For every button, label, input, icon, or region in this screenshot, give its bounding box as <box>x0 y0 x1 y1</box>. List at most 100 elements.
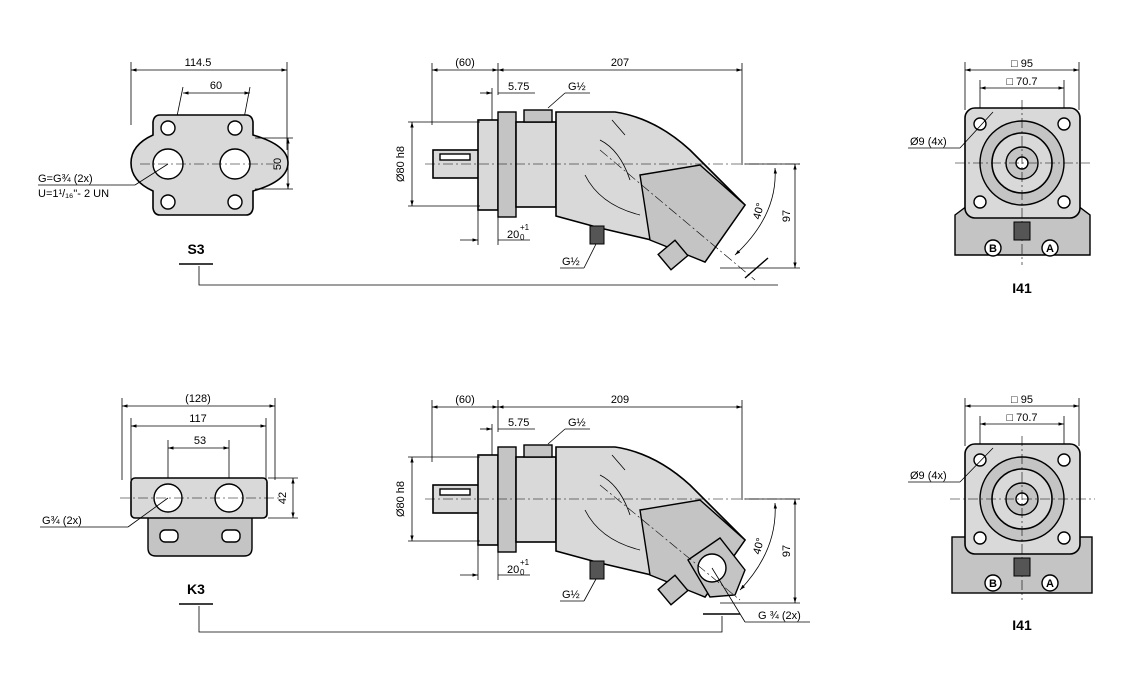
casting-lines <box>584 454 641 551</box>
hole-note: Ø9 (4x) <box>910 470 947 482</box>
drain-plug <box>1013 557 1031 577</box>
mount-flange <box>497 446 517 553</box>
i41-label: I41 <box>1012 617 1032 633</box>
k3-flange-view: (128) 117 53 42 G¾ (2x) K3 <box>40 393 723 633</box>
dim-length: 207 <box>611 57 629 69</box>
dim-length: 209 <box>611 394 629 406</box>
port-a: A <box>1046 243 1054 255</box>
bolt-hole <box>227 194 243 210</box>
section-connector <box>198 606 723 633</box>
dim-hole-spacing: 53 <box>194 435 206 447</box>
s3-label: S3 <box>187 241 204 257</box>
k3-label: K3 <box>187 581 205 597</box>
section-cut-mark <box>744 257 769 279</box>
housing <box>515 456 557 543</box>
angle-label: 40° <box>751 202 767 221</box>
hole-note: Ø9 (4x) <box>910 136 947 148</box>
port-a-circle <box>1041 574 1059 592</box>
dim-small: 5.75 <box>508 417 529 429</box>
dim-inner: □ 70.7 <box>1006 412 1037 424</box>
angle-arc <box>739 502 778 591</box>
leader-line <box>711 567 746 623</box>
i41-label: I41 <box>1012 280 1032 296</box>
dim-height: 97 <box>781 545 793 557</box>
dim-overall: 114.5 <box>185 57 212 69</box>
dim-tol-lower: 0 <box>520 233 525 242</box>
dim-height: 42 <box>277 492 289 504</box>
bottom-end-view: □ 95 □ 70.7 B A Ø9 (4x) I41 <box>908 394 1095 633</box>
leader-line <box>547 428 566 445</box>
s3-flange-view: 114.5 60 50 G=G¾ (2x) U=1¹/₁₆"- 2 UN S3 <box>38 57 778 286</box>
dim-tol-lower: 0 <box>520 568 525 577</box>
dim-height: 97 <box>781 210 793 222</box>
pilot <box>477 454 499 546</box>
dim-overall: (128) <box>185 393 211 405</box>
leader-line <box>959 111 994 149</box>
dim-hole-spacing: 60 <box>210 80 222 92</box>
port-top: G½ <box>568 81 586 93</box>
bolt-hole <box>1057 453 1071 467</box>
port-boss <box>523 444 553 458</box>
leader-line <box>134 163 169 186</box>
bottom-side-view: (60) 209 5.75 G½ Ø80 h8 20 +1 0 <box>395 394 810 623</box>
housing <box>515 121 557 208</box>
port-note-1: G=G¾ (2x) <box>38 173 93 185</box>
dim-height: 50 <box>272 158 284 170</box>
dim-tol-upper: +1 <box>520 558 530 567</box>
leader-line <box>583 578 597 602</box>
dim-outer: □ 95 <box>1011 58 1033 70</box>
top-end-view: □ 95 □ 70.7 B A Ø9 (4x) I41 <box>908 58 1091 296</box>
dim-shaft: (60) <box>455 394 475 406</box>
mount-flange <box>497 111 517 218</box>
dim-diameter: Ø80 h8 <box>395 481 407 517</box>
port-b-circle <box>984 239 1002 257</box>
pilot <box>477 119 499 211</box>
dim-small: 5.75 <box>508 81 529 93</box>
dim-shaft: (60) <box>455 57 475 69</box>
angle-label: 40° <box>751 537 767 556</box>
bolt-hole <box>1057 195 1071 209</box>
dim-tol-base: 20 <box>507 229 519 241</box>
port-b-circle <box>984 574 1002 592</box>
leader-line <box>583 243 597 269</box>
port-top: G½ <box>568 417 586 429</box>
port-a-circle <box>1041 239 1059 257</box>
bolt-hole <box>160 194 176 210</box>
dim-inner: □ 70.7 <box>1006 76 1037 88</box>
slot <box>159 529 179 543</box>
leader-line <box>959 447 994 483</box>
port-note-2: U=1¹/₁₆"- 2 UN <box>38 188 109 200</box>
bolt-hole <box>973 531 987 545</box>
bolt-hole <box>227 120 243 136</box>
port-b: B <box>989 243 997 255</box>
port-bottom: G½ <box>562 589 580 601</box>
port-note: G¾ (2x) <box>42 515 82 527</box>
slot <box>221 529 241 543</box>
casting-lines <box>584 119 641 216</box>
drain-plug <box>1013 221 1031 241</box>
drain-plug <box>589 560 605 580</box>
port-side: G ¾ (2x) <box>758 610 801 622</box>
bolt-hole <box>1057 117 1071 131</box>
port-plate <box>639 164 746 263</box>
angle-arc <box>734 167 778 256</box>
k3-mount-foot <box>147 514 253 557</box>
dim-width: 117 <box>189 413 207 425</box>
dim-outer: □ 95 <box>1011 394 1033 406</box>
bolt-hole <box>973 453 987 467</box>
bolt-hole <box>160 120 176 136</box>
section-connector <box>198 266 778 286</box>
angled-centerline <box>599 149 756 281</box>
dim-tol-base: 20 <box>507 564 519 576</box>
shaft-key <box>439 488 471 496</box>
bolt-hole <box>1057 531 1071 545</box>
angled-centerline <box>599 484 741 601</box>
drain-plug <box>589 225 605 245</box>
leader-line <box>547 92 566 109</box>
port-a: A <box>1046 578 1054 590</box>
port-boss <box>523 109 553 123</box>
s3-flange-body <box>130 114 289 216</box>
port-bottom: G½ <box>562 256 580 268</box>
